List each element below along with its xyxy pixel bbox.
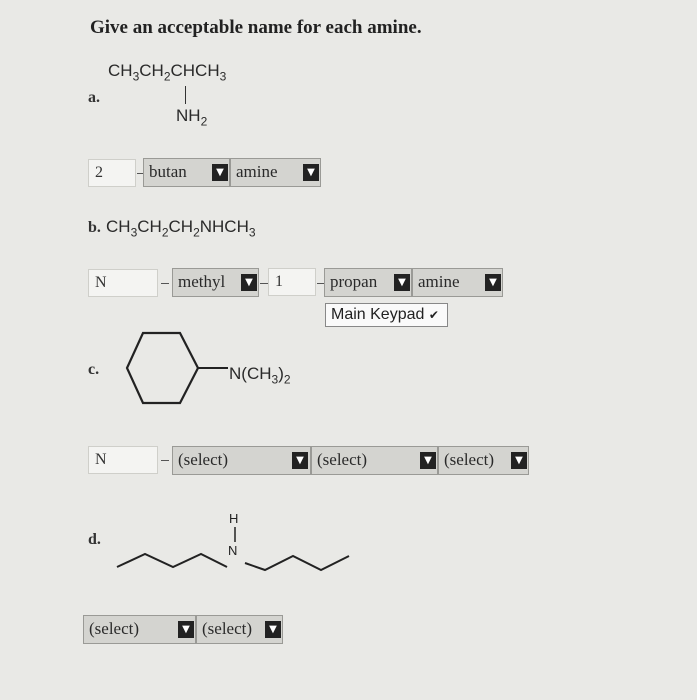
part-a-formula: CH3CH2CHCH3 <box>108 61 227 84</box>
dropdown-arrow-icon: ▼ <box>265 621 281 638</box>
atom-n: N <box>228 543 238 558</box>
name-dropdown-d2[interactable]: (select) ▼ <box>196 615 283 644</box>
dropdown-value: methyl <box>178 272 226 291</box>
dropdown-arrow-icon: ▼ <box>212 164 228 181</box>
dropdown-arrow-icon: ▼ <box>394 274 410 291</box>
dash <box>317 283 325 284</box>
page-title: Give an acceptable name for each amine. <box>90 17 422 38</box>
part-b-formula: CH3CH2CH2NHCH3 <box>106 217 256 240</box>
dropdown-arrow-icon: ▼ <box>241 274 257 291</box>
ring-polygon <box>125 331 200 405</box>
skeletal-structure <box>116 527 350 572</box>
part-b-label: b. <box>88 219 101 236</box>
part-c-label: c. <box>88 361 100 378</box>
name-dropdown-d1[interactable]: (select) ▼ <box>83 615 196 644</box>
dropdown-value: amine <box>236 162 278 181</box>
dash <box>161 460 169 461</box>
dash <box>260 283 268 284</box>
parent-chain-dropdown-a[interactable]: butan ▼ <box>143 158 230 187</box>
chevron-down-icon: ✔ <box>428 308 439 322</box>
dropdown-arrow-icon: ▼ <box>178 621 194 638</box>
dropdown-arrow-icon: ▼ <box>420 452 436 469</box>
parent-chain-dropdown-c[interactable]: (select) ▼ <box>311 446 438 475</box>
suffix-dropdown-b[interactable]: amine ▼ <box>412 268 503 297</box>
part-d-label: d. <box>88 531 101 548</box>
locant-input-b2[interactable]: 1 <box>268 268 316 296</box>
dropdown-arrow-icon: ▼ <box>485 274 501 291</box>
part-a-nh2: NH2 <box>176 106 208 129</box>
dropdown-arrow-icon: ▼ <box>303 164 319 181</box>
dropdown-arrow-icon: ▼ <box>511 452 527 469</box>
locant-input-c[interactable]: N <box>88 446 158 474</box>
dash <box>137 173 145 174</box>
dropdown-value: (select) <box>444 450 495 469</box>
left-chain <box>116 552 228 569</box>
dropdown-arrow-icon: ▼ <box>292 452 308 469</box>
locant-input-a[interactable]: 2 <box>88 159 136 187</box>
parent-chain-dropdown-b[interactable]: propan ▼ <box>324 268 412 297</box>
keypad-label: Main Keypad <box>331 306 425 323</box>
main-keypad-button[interactable]: Main Keypad ✔ <box>325 303 448 327</box>
dropdown-value: (select) <box>202 619 253 638</box>
substituent-dropdown-b[interactable]: methyl ▼ <box>172 268 259 297</box>
part-c-substituent: N(CH3)2 <box>229 364 291 387</box>
dropdown-value: (select) <box>178 450 229 469</box>
suffix-dropdown-c[interactable]: (select) ▼ <box>438 446 529 475</box>
substituent-dropdown-c[interactable]: (select) ▼ <box>172 446 311 475</box>
locant-input-b1[interactable]: N <box>88 269 158 297</box>
cyclohexane-ring <box>125 331 228 405</box>
part-a-bond <box>185 86 186 104</box>
suffix-dropdown-a[interactable]: amine ▼ <box>230 158 321 187</box>
part-a-label: a. <box>88 89 100 106</box>
dropdown-value: (select) <box>89 619 140 638</box>
dropdown-value: (select) <box>317 450 368 469</box>
right-chain <box>244 554 350 572</box>
atom-h: H <box>229 511 239 526</box>
dropdown-value: propan <box>330 272 378 291</box>
dropdown-value: amine <box>418 272 460 291</box>
dropdown-value: butan <box>149 162 187 181</box>
dash <box>161 283 169 284</box>
